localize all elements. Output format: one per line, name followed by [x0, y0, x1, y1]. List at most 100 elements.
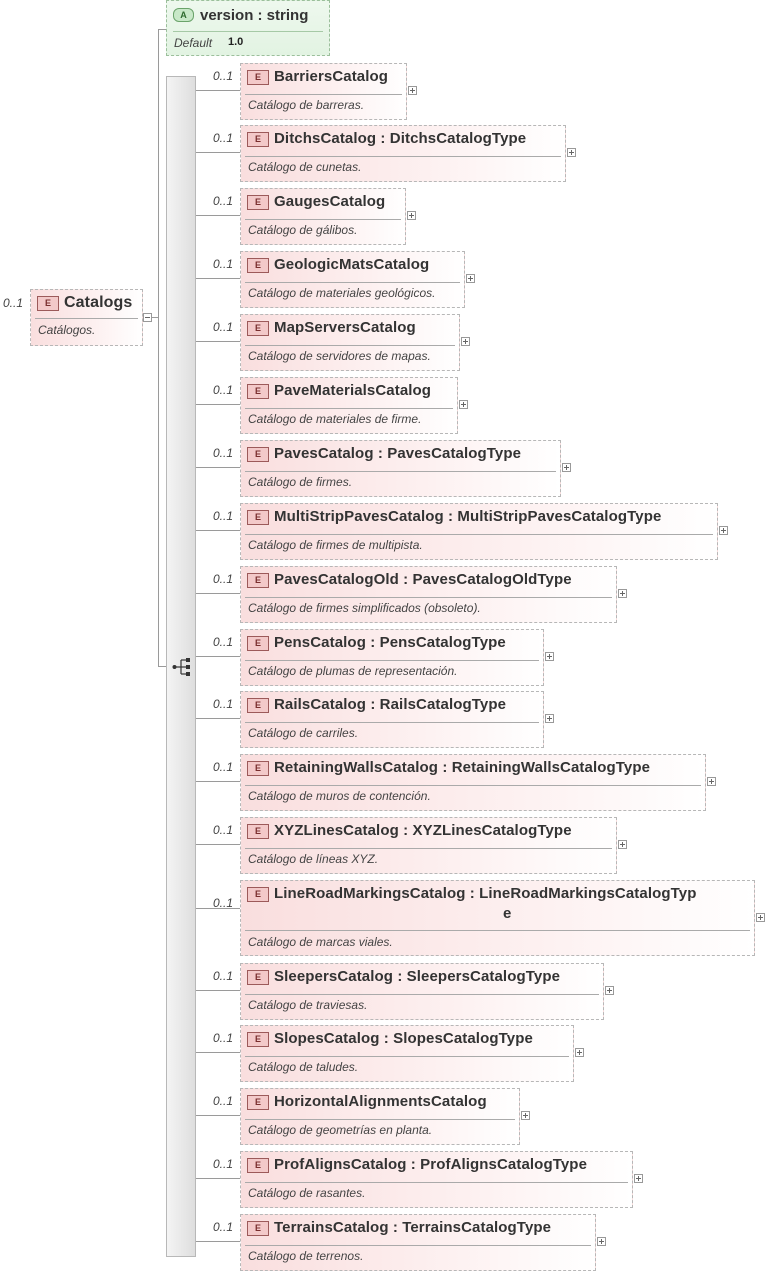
child-connector: [196, 781, 240, 782]
expand-icon[interactable]: [567, 148, 576, 157]
divider: [245, 156, 561, 157]
default-value: 1.0: [228, 36, 244, 48]
divider: [245, 408, 453, 409]
element-title: PensCatalog : PensCatalogType: [274, 634, 506, 651]
collapse-toggle-icon[interactable]: [143, 313, 152, 322]
expand-icon[interactable]: [545, 714, 554, 723]
connector-root: [152, 317, 159, 318]
attribute-title: version : string: [200, 7, 309, 24]
element-badge: E: [247, 573, 269, 588]
element-title: SleepersCatalog : SleepersCatalogType: [274, 968, 561, 985]
element-title: PavesCatalog : PavesCatalogType: [274, 445, 522, 462]
sequence-icon: [172, 658, 190, 676]
element-title: ProfAlignsCatalog : ProfAlignsCatalogTyp…: [274, 1156, 588, 1173]
child-occurrence: 0..1: [213, 1220, 234, 1234]
element-description: Catálogo de materiales de firme.: [248, 412, 422, 426]
expand-icon[interactable]: [562, 463, 571, 472]
element-title: HorizontalAlignmentsCatalog: [274, 1093, 487, 1110]
element-badge: E: [247, 510, 269, 525]
child-occurrence: 0..1: [213, 1157, 234, 1171]
divider: [245, 345, 455, 346]
element-description: Catálogo de taludes.: [248, 1060, 359, 1074]
element-description: Catálogo de carriles.: [248, 726, 359, 740]
child-occurrence: 0..1: [213, 635, 234, 649]
expand-icon[interactable]: [466, 274, 475, 283]
element-title: RetainingWallsCatalog : RetainingWallsCa…: [274, 759, 651, 776]
element-badge: E: [37, 296, 59, 311]
divider: [245, 1056, 569, 1057]
child-connector: [196, 718, 240, 719]
root-element-catalogs[interactable]: E Catalogs Catálogos.: [30, 289, 143, 346]
expand-icon[interactable]: [756, 913, 765, 922]
element-title: Catalogs: [64, 294, 133, 311]
expand-icon[interactable]: [719, 526, 728, 535]
expand-icon[interactable]: [408, 86, 417, 95]
expand-icon[interactable]: [597, 1237, 606, 1246]
element-badge: E: [247, 636, 269, 651]
expand-icon[interactable]: [521, 1111, 530, 1120]
expand-icon[interactable]: [618, 840, 627, 849]
element-title: MapServersCatalog: [274, 319, 416, 336]
connector-sequence: [158, 666, 167, 667]
child-occurrence: 0..1: [213, 257, 234, 271]
element-title: RailsCatalog : RailsCatalogType: [274, 696, 507, 713]
element-title: LineRoadMarkingsCatalog : LineRoadMarkin…: [274, 885, 697, 902]
element-badge: E: [247, 1158, 269, 1173]
element-multistrippavescatalog[interactable]: E MultiStripPavesCatalog : MultiStripPave…: [240, 503, 718, 560]
element-profalignscatalog[interactable]: E ProfAlignsCatalog : ProfAlignsCatalogTy…: [240, 1151, 633, 1208]
element-description: Catálogo de traviesas.: [248, 998, 368, 1012]
child-occurrence: 0..1: [213, 320, 234, 334]
child-occurrence: 0..1: [213, 446, 234, 460]
element-title: MultiStripPavesCatalog : MultiStripPaves…: [274, 508, 662, 525]
divider: [245, 597, 612, 598]
expand-icon[interactable]: [634, 1174, 643, 1183]
child-occurrence: 0..1: [213, 1031, 234, 1045]
expand-icon[interactable]: [605, 986, 614, 995]
element-badge: E: [247, 1032, 269, 1047]
child-occurrence: 0..1: [213, 69, 234, 83]
element-description: Catálogo de marcas viales.: [248, 935, 393, 949]
expand-icon[interactable]: [459, 400, 468, 409]
expand-icon[interactable]: [618, 589, 627, 598]
element-description: Catálogo de plumas de representación.: [248, 664, 458, 678]
child-occurrence: 0..1: [213, 131, 234, 145]
expand-icon[interactable]: [461, 337, 470, 346]
expand-icon[interactable]: [407, 211, 416, 220]
attribute-version[interactable]: A version : string Default 1.0: [166, 0, 330, 56]
divider: [245, 660, 539, 661]
expand-icon[interactable]: [545, 652, 554, 661]
divider: [245, 994, 599, 995]
default-label: Default: [174, 36, 213, 50]
expand-icon[interactable]: [707, 777, 716, 786]
child-occurrence: 0..1: [213, 896, 234, 910]
child-occurrence: 0..1: [213, 697, 234, 711]
expand-icon[interactable]: [575, 1048, 584, 1057]
element-description: Catálogo de terrenos.: [248, 1249, 364, 1263]
divider: [245, 471, 556, 472]
child-connector: [196, 844, 240, 845]
divider: [245, 848, 612, 849]
child-connector: [196, 1115, 240, 1116]
element-description: Catálogo de muros de contención.: [248, 789, 431, 803]
child-connector: [196, 1052, 240, 1053]
child-connector: [196, 90, 240, 91]
element-title-continued: e: [503, 905, 512, 922]
connector-vertical: [158, 29, 159, 667]
